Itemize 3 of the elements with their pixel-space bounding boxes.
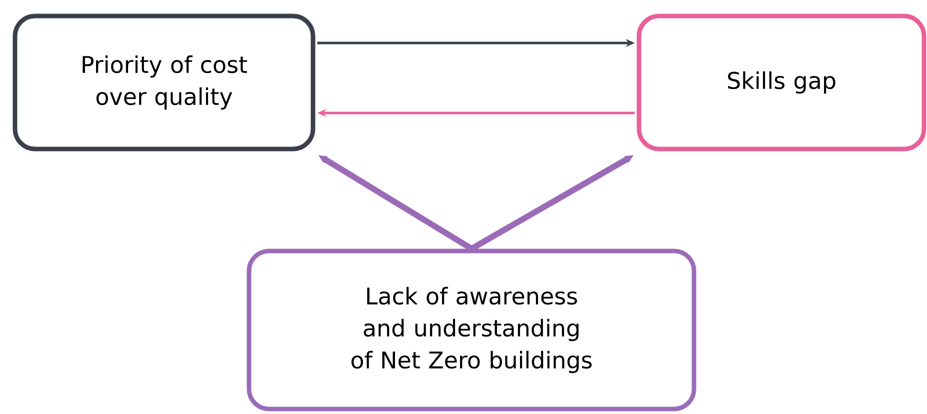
process-box: Priority of cost over quality bbox=[12, 14, 316, 152]
process-box: Skills gap bbox=[636, 14, 926, 152]
process-box: Lack of awareness and understanding of Net Zero buildings bbox=[246, 248, 696, 412]
